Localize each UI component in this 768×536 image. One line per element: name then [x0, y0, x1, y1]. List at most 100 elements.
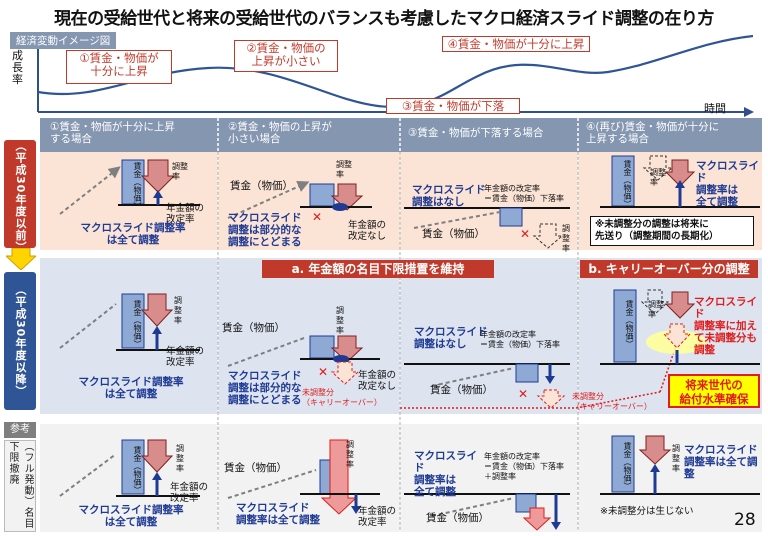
- x-axis-label: 時間: [704, 102, 726, 115]
- y-axis-label: 成長率: [12, 49, 23, 86]
- r3c3-macro-text: マクロスライド 調整率は 全て調整: [414, 450, 477, 498]
- image-tag: 経済変動イメージ図: [10, 32, 117, 49]
- r2c2-macro-text: マクロスライド 調整は部分的な 調整にとどまる: [228, 370, 302, 406]
- r2c4-adjust-arrow: [664, 291, 696, 319]
- r2c4-wage-label: 賃金（物価）: [625, 300, 634, 348]
- stage-4-box: ④賃金・物価が十分に上昇: [442, 36, 590, 52]
- stage-3-box: ③賃金・物価が下落: [386, 98, 520, 114]
- r1c1-macro-text: マクロスライド調整率 は全て調整: [80, 222, 186, 246]
- r1c2-kaitei-nashi: 年金額の 改定なし: [348, 220, 387, 242]
- economy-diagram: 経済変動イメージ図 成長率 時間 ①賃金・物価が 十分に上昇 ②賃金・物価の 上…: [8, 32, 760, 128]
- r1c1-wage-label: 賃金（物価）: [133, 162, 142, 210]
- r2c2-adjust-arrow: [330, 335, 364, 363]
- future-generation-box: 将来世代の 給付水準確保: [668, 374, 760, 408]
- r2c3-kaitei-eq: 年金額の改定率 ＝賃金（物価）下落率: [480, 330, 560, 349]
- r3c4-wage-label: 賃金（物価）: [623, 442, 632, 490]
- banner-b: b. キャリーオーバー分の調整: [580, 260, 758, 278]
- r2c3-wage-text: 賃金（物価）: [430, 384, 493, 396]
- svg-text:✕: ✕: [312, 210, 322, 224]
- r2c2-carry-label: 未調整分 （キャリーオーバー）: [302, 388, 382, 407]
- page-title: 現在の受給世代と将来の受給世代のバランスも考慮したマクロ経済スライド調整の在り方: [54, 9, 714, 29]
- r2c3-macro-text: マクロスライド 調整はなし: [414, 326, 488, 350]
- r2c1-kaitei-label: 年金額の 改定率: [166, 346, 205, 368]
- r1c4-rate-label: 調整率: [650, 168, 666, 187]
- r3c4-rate-label: 調整率: [672, 444, 680, 473]
- row1-label-box: （平成30年度以前）: [4, 140, 36, 254]
- svg-text:✕: ✕: [518, 387, 528, 401]
- row2-bg: [40, 258, 762, 414]
- svg-text:✕: ✕: [318, 365, 328, 379]
- r2c4-rate-label: 調整率: [648, 300, 664, 319]
- r3c2-rate-label: 調整率: [346, 440, 354, 469]
- r1c1-adjust-arrow: [140, 159, 176, 193]
- r2c3-carry-arrow: [536, 389, 566, 409]
- r2c4-wage-bar: [613, 289, 637, 363]
- r2c3-carry-label: 未調整分 （キャリーオーバー）: [572, 392, 652, 411]
- col-header-4: ④(再び)賃金・物価が十分に 上昇する場合: [586, 121, 720, 145]
- r1c4-note-box: ※未調整分の調整は将来に 先送り（調整期間の長期化）: [590, 216, 754, 246]
- svg-text:✕: ✕: [520, 227, 530, 241]
- r3c1-rate-label: 調整率: [176, 444, 184, 473]
- r3c4-adjust-arrow: [638, 435, 672, 465]
- r3c1-kaitei-label: 年金額の 改定率: [170, 482, 209, 504]
- r2c1-wage-bar: [121, 293, 145, 349]
- r1c1-kaitei-label: 年金額の 改定率: [166, 203, 205, 225]
- r2c1-rate-label: 調整率: [174, 296, 182, 325]
- r3c1-adjust-arrow: [140, 439, 174, 473]
- r2c4-adjust-dashed: [640, 289, 670, 315]
- col-header-2: ②賃金・物価の上昇が 小さい場合: [228, 121, 332, 145]
- r2c1-macro-text: マクロスライド調整率 は全て調整: [78, 376, 184, 400]
- banner-a: a. 年金額の名目下限措置を維持: [262, 260, 494, 278]
- row3-tag: 参考: [4, 422, 36, 438]
- r2c2-wage-text: 賃金（物価）: [222, 322, 285, 334]
- r1c2-wage-text: 賃金（物価）: [230, 180, 293, 192]
- r1c2-adjust-arrow: [330, 183, 364, 211]
- r3c2-kaitei-label: 年金額の 改定率: [358, 506, 397, 528]
- r3c1-macro-text: マクロスライド調整率 は全て調整: [78, 504, 184, 528]
- r2c2-rate-label: 調整率: [336, 306, 344, 335]
- r1c4-adjust-dashed: [642, 155, 674, 181]
- r1c3-kaitei-eq: 年金額の改定率 ＝賃金（物価）下落率: [484, 184, 564, 203]
- r3c4-macro-text: マクロスライド 調整率は全て調整: [684, 444, 758, 480]
- r2c3-wage-bar: [515, 363, 539, 383]
- r3c1-wage-bar: [121, 439, 145, 495]
- r3c4-wage-bar: [611, 435, 635, 493]
- r2c4-carry-arrow: [662, 323, 692, 349]
- r3c2-adjust-arrow: [320, 439, 358, 515]
- r3c4-note: ※未調整分は生じない: [600, 506, 694, 517]
- r2c1-adjust-arrow: [140, 293, 174, 327]
- r1c2-rate-label: 調整率: [336, 160, 352, 179]
- r1c4-adjust-arrow: [664, 159, 696, 187]
- r3c3-adjust-arrow: [522, 507, 552, 531]
- r1c3-adjust-dashed: [532, 223, 564, 249]
- col-header-3: ③賃金・物価が下落する場合: [408, 127, 544, 139]
- stage-1-box: ①賃金・物価が 十分に上昇: [66, 50, 172, 84]
- yellow-down-arrow: [6, 248, 36, 270]
- r1c3-wage-text: 賃金（物価）: [422, 228, 485, 240]
- r3c2-wage-text: 賃金（物価）: [224, 462, 287, 474]
- r3c3-wage-text: 賃金（物価）: [426, 512, 489, 524]
- r3c1-wage-label: 賃金（物価）: [133, 446, 142, 494]
- page-number: 28: [734, 510, 756, 530]
- r1c2-macro-text: マクロスライド 調整は部分的な 調整にとどまる: [228, 212, 302, 248]
- row2-label: （平成30年度以降）: [14, 284, 27, 398]
- r1c3-macro-text: マクロスライド 調整はなし: [412, 184, 486, 208]
- row3-label-box: （フル発動）名目下限撤廃: [4, 440, 36, 532]
- col-header-1: ①賃金・物価が十分に上昇 する場合: [50, 121, 175, 145]
- r2c2-carry-arrow: [330, 361, 360, 385]
- r1c1-rate-label: 調整率: [172, 162, 188, 181]
- r3c3-kaitei-eq: 年金額の改定率 ＝賃金（物価）下落率 ＋調整率: [484, 452, 564, 481]
- r3c2-macro-text: マクロスライド 調整率は全て調整: [236, 502, 320, 526]
- row1-label: （平成30年度以前）: [14, 140, 27, 254]
- column-header-band: [40, 118, 762, 152]
- r2c4-carry-text: マクロスライド 調整率に加え て未調整分も 調整: [694, 296, 757, 356]
- r2c1-wage-label: 賃金（物価）: [133, 300, 142, 348]
- x-axis-arrow: [744, 107, 754, 117]
- r2c2-kaitei-nashi: 年金額の 改定なし: [358, 370, 397, 392]
- r1c4-macro-text: マクロスライド 調整率は 全て調整: [696, 160, 759, 208]
- row3-label: （フル発動）名目下限撤廃: [7, 441, 33, 529]
- row2-label-box: （平成30年度以降）: [4, 272, 36, 410]
